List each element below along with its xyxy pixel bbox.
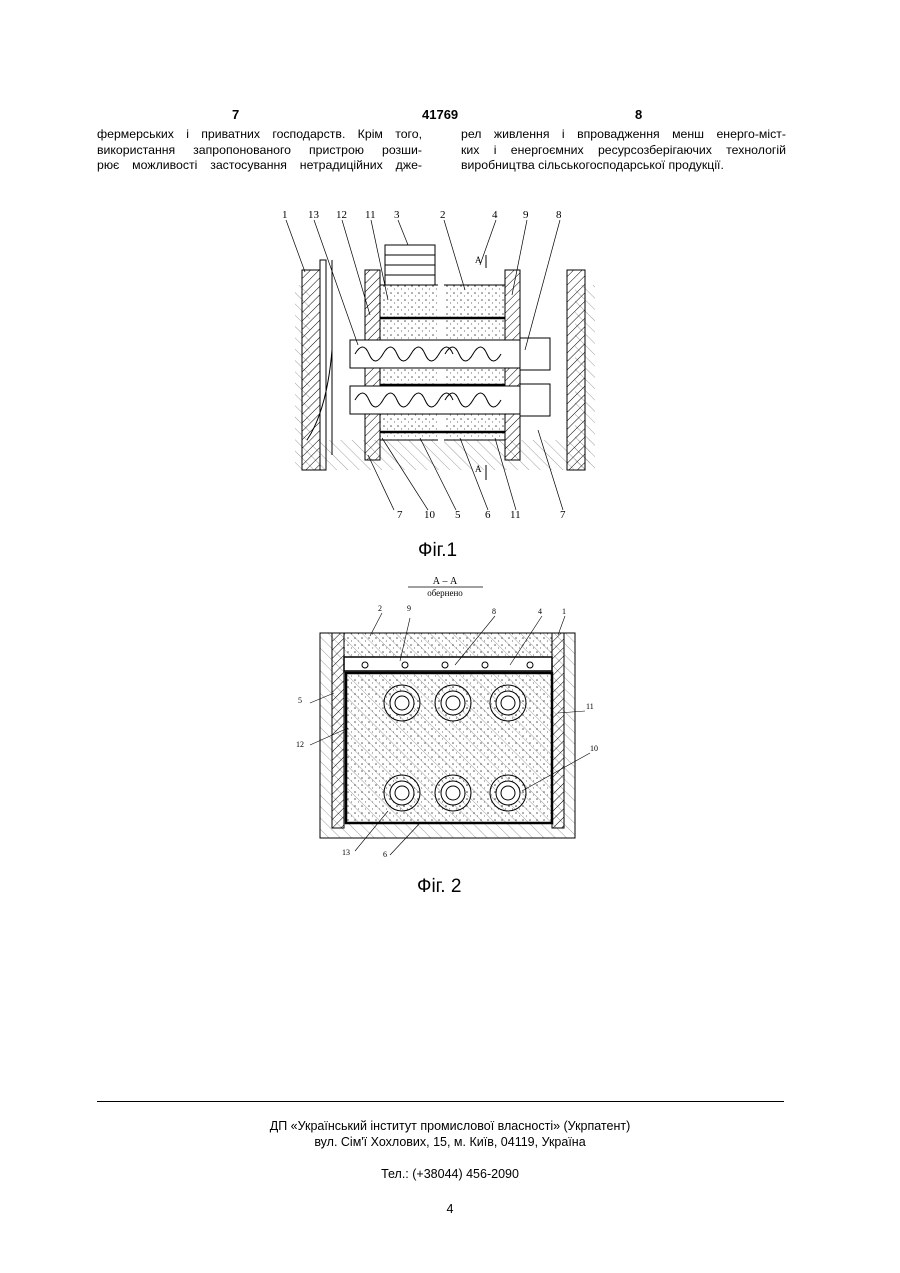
fig1-label: 2 xyxy=(440,209,446,221)
fig1-label: 4 xyxy=(492,209,498,221)
fig2-label: 12 xyxy=(296,740,304,749)
fig1-label: 13 xyxy=(308,209,320,221)
fig1-label: 8 xyxy=(556,209,562,221)
fig1-label: 6 xyxy=(485,509,491,521)
fig1-label: 10 xyxy=(424,509,436,521)
patent-number: 41769 xyxy=(422,107,458,122)
right-page-number: 8 xyxy=(635,107,642,122)
left-text-column: фермерських і приватних господарств. Крі… xyxy=(97,127,422,174)
right-text-column: рел живлення і впровадження менш енерго-… xyxy=(461,127,786,174)
fig1-label: 11 xyxy=(365,209,376,221)
footer-divider xyxy=(97,1101,784,1102)
left-text-line: використання запропонованого пристрою ро… xyxy=(97,143,422,159)
fig2-label: 5 xyxy=(298,696,302,705)
section-mark-bottom: А xyxy=(475,464,482,474)
right-text-line: ких і енергоємних ресурсозберігаючих тех… xyxy=(461,143,786,159)
fig1-label: 7 xyxy=(560,509,566,521)
right-text-line: виробництва сільськогосподарської продук… xyxy=(461,158,786,174)
fig2-label: 2 xyxy=(378,604,382,613)
left-text-line: рює можливості застосування нетрадиційни… xyxy=(97,158,422,174)
fig2-label: 13 xyxy=(342,848,350,857)
right-text-line: рел живлення і впровадження менш енерго-… xyxy=(461,127,786,143)
page-number: 4 xyxy=(0,1202,900,1216)
figure-2-drawing: А – А обернено 2 9 8 xyxy=(290,573,605,863)
fig2-label: 1 xyxy=(562,607,566,616)
section-title: А – А xyxy=(433,576,458,587)
fig1-label: 3 xyxy=(394,209,400,221)
left-page-number: 7 xyxy=(232,107,239,122)
fig2-label: 10 xyxy=(590,744,598,753)
fig2-label: 4 xyxy=(538,607,542,616)
fig1-label: 5 xyxy=(455,509,461,521)
footer-address: вул. Сім'ї Хохлових, 15, м. Київ, 04119,… xyxy=(0,1135,900,1149)
fig2-label: 9 xyxy=(407,604,411,613)
figure-1-caption: Фіг.1 xyxy=(418,540,457,562)
section-mark-top: А xyxy=(475,255,482,265)
fig1-label: 1 xyxy=(282,209,288,221)
figure-1-drawing: А А 1 13 12 11 3 2 4 9 8 7 10 5 6 11 7 xyxy=(270,200,615,530)
fig1-label: 11 xyxy=(510,509,521,521)
footer-phone: Тел.: (+38044) 456-2090 xyxy=(0,1167,900,1181)
fig2-label: 6 xyxy=(383,850,387,859)
fig1-label: 7 xyxy=(397,509,403,521)
fig2-label: 11 xyxy=(586,702,594,711)
fig1-label: 12 xyxy=(336,209,347,221)
fig2-label: 8 xyxy=(492,607,496,616)
left-text-line: фермерських і приватних господарств. Крі… xyxy=(97,127,422,143)
fig1-label: 9 xyxy=(523,209,529,221)
figure-2-caption: Фіг. 2 xyxy=(417,876,461,898)
section-subtitle: обернено xyxy=(427,588,463,598)
footer-organization: ДП «Український інститут промислової вла… xyxy=(0,1119,900,1133)
